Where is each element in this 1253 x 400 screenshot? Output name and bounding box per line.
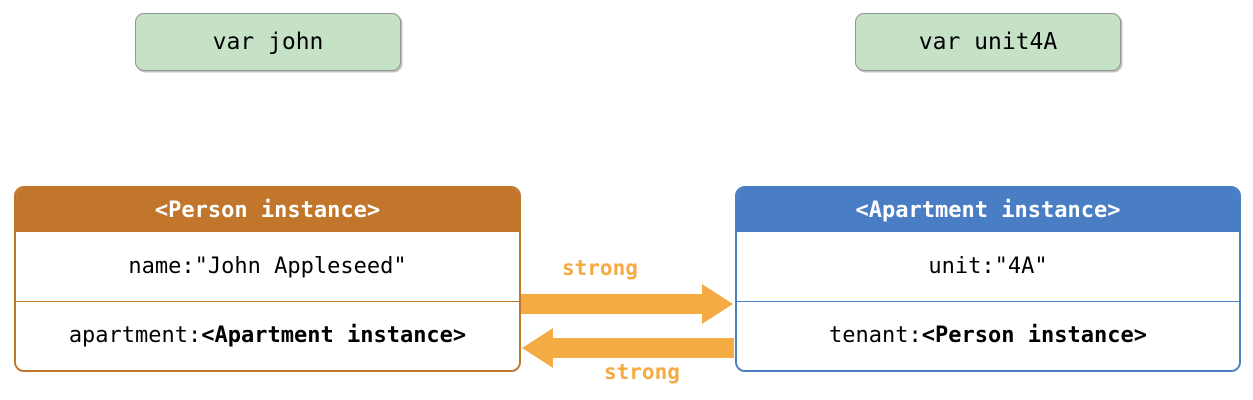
property-value-apartment: <Apartment instance> [201, 323, 467, 349]
instance-header-apartment: <Apartment instance> [737, 188, 1239, 232]
property-value-tenant: <Person instance> [921, 323, 1147, 349]
arrow-label-strong-bottom: strong [604, 360, 680, 384]
property-key-tenant: tenant: [829, 323, 922, 349]
instance-row-person-apartment: apartment: <Apartment instance> [16, 300, 519, 370]
instance-box-person: <Person instance> name: "John Appleseed"… [14, 186, 521, 372]
variable-label-john: var john [212, 29, 324, 55]
arrow-label-strong-top: strong [562, 256, 638, 280]
property-key-name: name: [128, 253, 195, 279]
property-key-apartment: apartment: [68, 323, 202, 349]
variable-box-unit4a: var unit4A [855, 13, 1121, 71]
instance-row-person-name: name: "John Appleseed" [16, 232, 519, 301]
instance-row-apartment-unit: unit: "4A" [737, 232, 1239, 301]
instance-row-apartment-tenant: tenant: <Person instance> [737, 300, 1239, 370]
arrow-person-to-apartment-icon [521, 284, 733, 324]
property-value-name: "John Appleseed" [194, 253, 407, 279]
variable-label-unit4a: var unit4A [918, 29, 1058, 55]
variable-box-john: var john [135, 13, 401, 71]
property-key-unit: unit: [928, 253, 995, 279]
instance-header-person: <Person instance> [16, 188, 519, 232]
property-value-unit: "4A" [994, 253, 1048, 279]
instance-box-apartment: <Apartment instance> unit: "4A" tenant: … [735, 186, 1241, 372]
